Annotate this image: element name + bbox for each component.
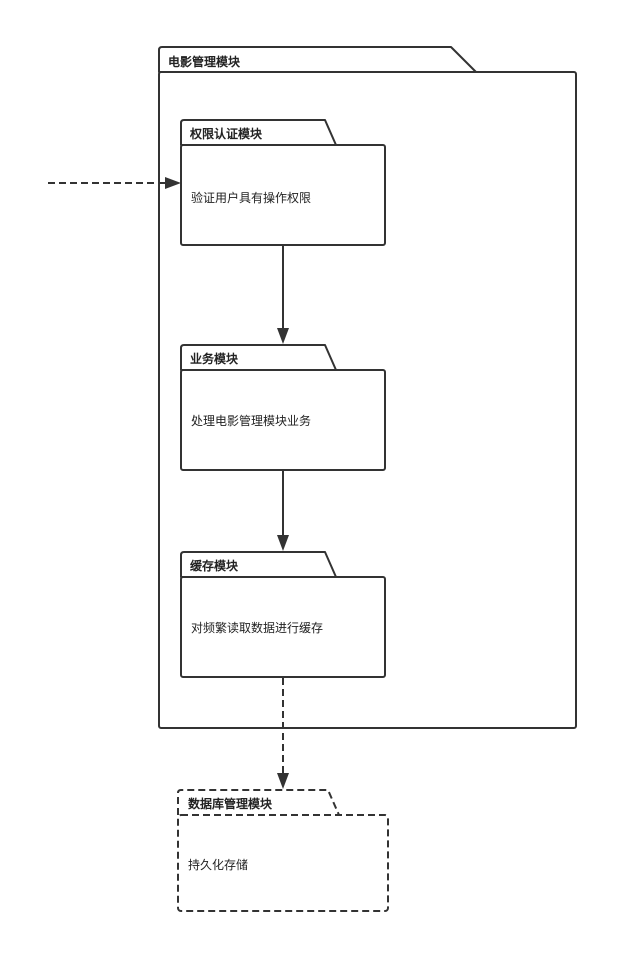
outer-package-title: 电影管理模块 [168,54,241,69]
arrow-auth-to-business-head-icon [277,328,289,344]
package-auth-tab [180,119,337,146]
arrow-auth-to-business [277,246,289,344]
arrow-business-to-cache-head-icon [277,535,289,551]
package-auth-text: 验证用户具有操作权限 [191,190,311,205]
package-cache-title: 缓存模块 [190,558,239,573]
arrow-business-to-cache [277,471,289,551]
package-auth-body [180,144,386,246]
package-business-body [180,369,386,471]
package-cache-tab [180,551,337,578]
package-cache-text: 对频繁读取数据进行缓存 [191,620,323,635]
incoming-arrowhead-icon [165,177,181,189]
arrow-cache-to-database-head-icon [277,773,289,789]
package-database-text: 持久化存储 [188,857,248,872]
package-database-body [177,814,389,912]
package-auth-title: 权限认证模块 [189,126,263,141]
package-cache-body [180,576,386,678]
arrow-cache-to-database [277,678,289,789]
package-database-tab [177,789,340,816]
package-business[interactable]: 业务模块 处理电影管理模块业务 [180,344,386,471]
package-business-title: 业务模块 [190,351,239,366]
package-database-title: 数据库管理模块 [188,796,273,811]
outer-package-tab [158,46,477,73]
package-business-text: 处理电影管理模块业务 [191,413,311,428]
package-business-tab [180,344,337,371]
package-database[interactable]: 数据库管理模块 持久化存储 [177,789,389,912]
package-auth[interactable]: 权限认证模块 验证用户具有操作权限 [180,119,386,246]
package-cache[interactable]: 缓存模块 对频繁读取数据进行缓存 [180,551,386,678]
incoming-dashed-arrow [48,177,181,189]
